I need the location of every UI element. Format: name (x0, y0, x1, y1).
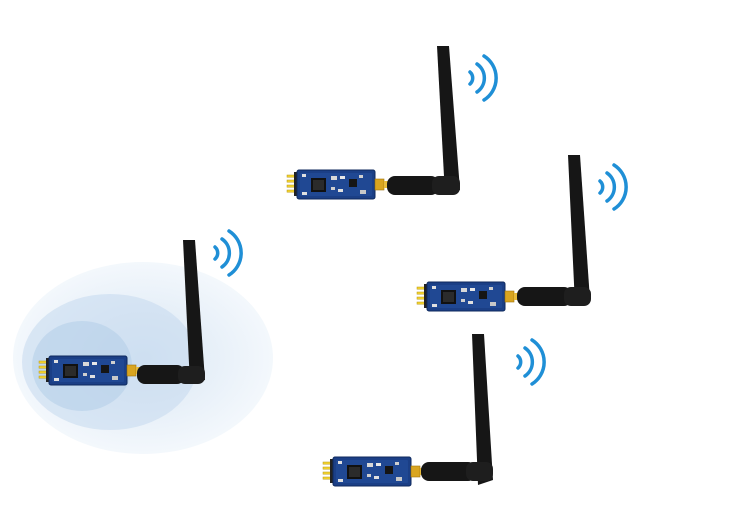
antenna (137, 240, 205, 384)
wifi-wave-icon (598, 163, 628, 211)
wireless-module-icon (416, 281, 520, 312)
receiver-module-top (286, 46, 498, 200)
receiver-module-bottom (322, 334, 546, 487)
receiver-module-right (416, 155, 628, 312)
antenna (421, 334, 493, 485)
wireless-module-icon (322, 456, 426, 487)
transmitter-module (38, 229, 243, 386)
wireless-module-icon (286, 169, 390, 200)
wifi-wave-icon (213, 229, 243, 277)
wifi-wave-icon (516, 338, 546, 386)
antenna (387, 46, 460, 195)
wireless-module-icon (38, 355, 142, 386)
wifi-wave-icon (468, 54, 498, 102)
antenna (517, 155, 591, 306)
